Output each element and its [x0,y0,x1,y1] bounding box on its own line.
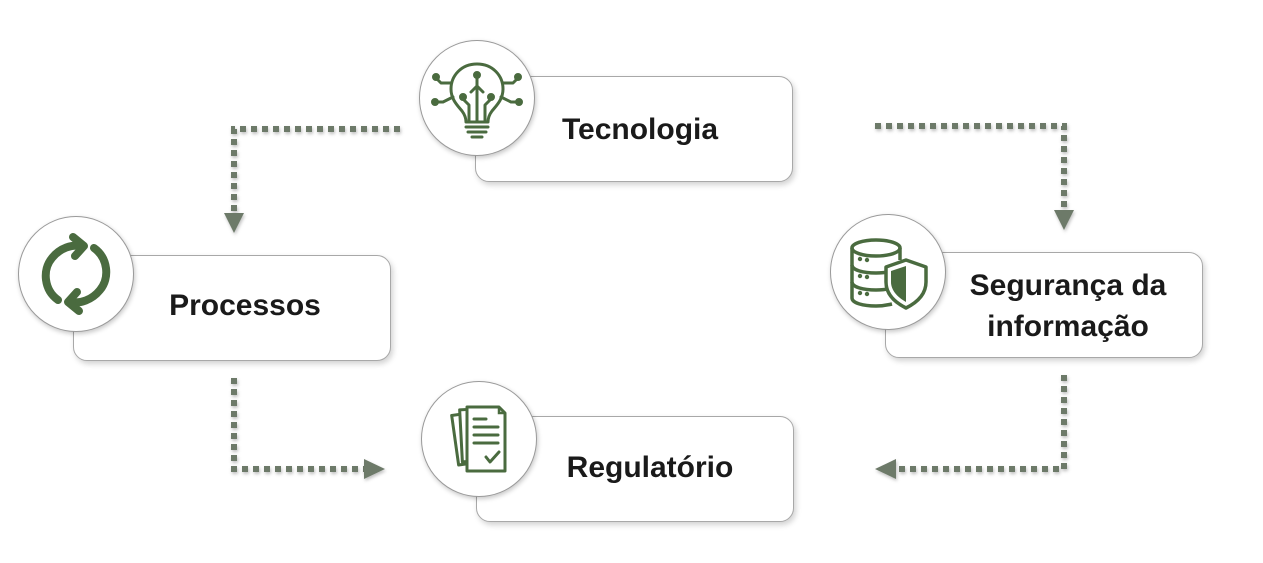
refresh-cycle-icon [18,216,134,332]
connector-tecnologia-seguranca [875,123,1067,212]
arrowhead-left-icon [875,459,896,479]
connector-processos-regulatorio [231,378,365,472]
label-regulatorio: Regulatório [566,451,734,484]
arrowhead-down-icon [1054,210,1074,230]
database-shield-icon [830,214,946,330]
label-seguranca-line1: Segurança da [969,269,1167,302]
lightbulb-circuit-icon [419,40,535,156]
connector-seguranca-regulatorio [895,375,1067,472]
label-processos: Processos [169,289,321,322]
arrowhead-right-icon [364,459,385,479]
label-tecnologia: Tecnologia [561,113,719,146]
arrowhead-down-icon [224,213,244,233]
connector-tecnologia-processos [231,126,400,215]
documents-check-icon [421,381,537,497]
label-seguranca-line2: informação [987,310,1149,343]
